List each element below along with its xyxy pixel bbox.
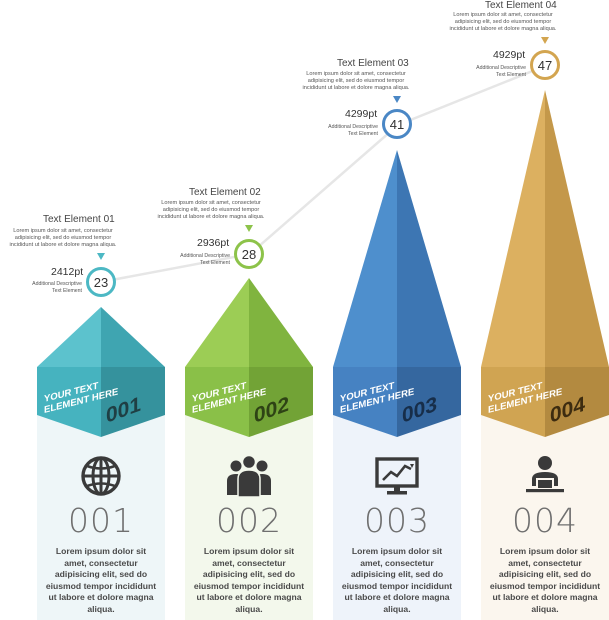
pointer-04-icon	[541, 37, 549, 44]
value-04: 4929pt	[493, 49, 526, 61]
prism-02	[185, 278, 313, 620]
globe-icon	[81, 456, 121, 496]
prism-04-badge-left	[481, 367, 545, 437]
prism-02-left-face	[185, 278, 249, 367]
circle-04: 47	[530, 50, 560, 80]
prism-01-right-face	[101, 307, 165, 367]
prism-01-badge-right	[101, 367, 165, 437]
prism-03-badge-right	[397, 367, 461, 437]
prism-01	[37, 307, 165, 620]
value-01: 2412pt	[51, 266, 84, 278]
prism-01-badge-left	[37, 367, 101, 437]
prism-02-right-face	[249, 278, 313, 367]
panel-bg-04	[481, 415, 609, 620]
user-laptop-icon	[526, 456, 564, 493]
title-04: Text Element 04	[485, 0, 557, 11]
big-number-03: 003	[364, 501, 430, 540]
circle-03: 41	[382, 109, 412, 139]
prism-02-badge-left	[185, 367, 249, 437]
prism-04	[481, 90, 609, 620]
trend-line	[100, 64, 546, 284]
monitor-chart-icon	[375, 457, 419, 495]
pointer-03-icon	[393, 96, 401, 103]
prism-04-left-face	[481, 90, 545, 367]
prism-03-left-face	[333, 150, 397, 367]
title-02: Text Element 02	[189, 187, 261, 198]
circle-02: 28	[234, 239, 264, 269]
big-number-04: 004	[512, 501, 578, 540]
title-01: Text Element 01	[43, 214, 115, 225]
prism-03-badge-left	[333, 367, 397, 437]
value-02: 2936pt	[197, 237, 230, 249]
pointer-02-icon	[245, 225, 253, 232]
prism-03-right-face	[397, 150, 461, 367]
big-number-02: 002	[216, 501, 282, 540]
prism-04-right-face	[545, 90, 609, 367]
value-03: 4299pt	[345, 108, 378, 120]
circle-01: 23	[86, 267, 116, 297]
group-icon	[227, 454, 271, 498]
prism-01-left-face	[37, 307, 101, 367]
big-number-01: 001	[68, 501, 134, 540]
pointer-01-icon	[97, 253, 105, 260]
panel-bg-02	[185, 415, 313, 620]
panel-bg-03	[333, 415, 461, 620]
prism-03	[333, 150, 461, 620]
prism-02-badge-right	[249, 367, 313, 437]
panel-bg-01	[37, 415, 165, 620]
title-03: Text Element 03	[337, 58, 409, 69]
prism-04-badge-right	[545, 367, 609, 437]
